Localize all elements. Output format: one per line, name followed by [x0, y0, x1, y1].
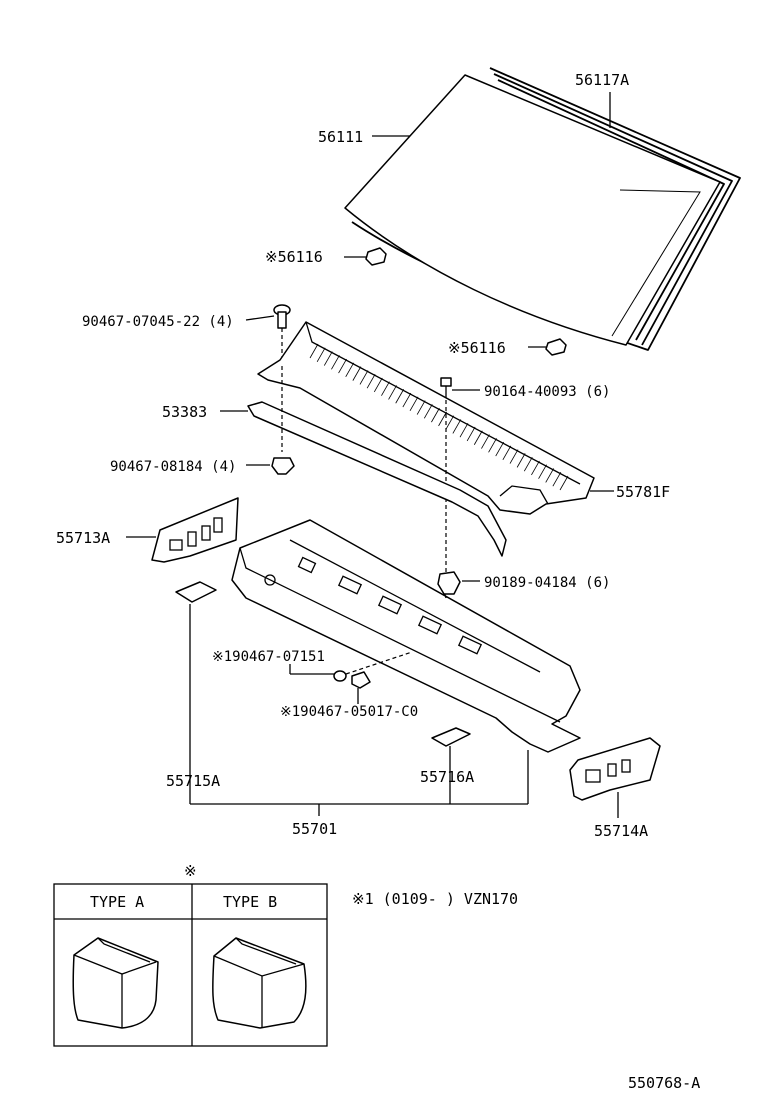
clip-upper	[245, 304, 291, 362]
legend-type-a: TYPE A	[90, 893, 144, 911]
label-56116-upper: ※56116	[265, 248, 323, 266]
label-55701: 55701	[292, 820, 337, 838]
label-56111: 56111	[318, 128, 363, 146]
bracket-left	[126, 497, 239, 563]
label-55781F: 55781F	[616, 483, 670, 501]
diagram-number: 550768-A	[628, 1074, 700, 1092]
clip-lower	[246, 366, 295, 475]
spacer-type-b-illustration	[212, 937, 307, 1029]
spacer-right	[528, 338, 567, 356]
label-90164-40093: 90164-40093 (6)	[484, 384, 610, 400]
legend-type-b: TYPE B	[223, 893, 277, 911]
cowl-panel	[231, 519, 581, 753]
cowl-seal	[220, 401, 507, 557]
label-90467-08184: 90467-08184 (4)	[110, 459, 236, 475]
spacer-type-a-illustration	[72, 937, 159, 1029]
group-bracket-55701	[190, 750, 529, 816]
bracket-right	[569, 737, 661, 818]
label-55715A: 55715A	[166, 772, 220, 790]
brace-left	[175, 581, 217, 804]
windshield-glass	[344, 74, 721, 346]
clip-note-hardware	[289, 651, 413, 704]
louver-hatch	[309, 343, 569, 491]
legend-note: ※1 (0109- ) VZN170	[352, 890, 518, 908]
label-190467-07151: ※190467-07151	[212, 649, 325, 665]
label-90467-07045: 90467-07045-22 (4)	[82, 314, 234, 330]
spacer-upper	[344, 247, 387, 266]
label-55714A: 55714A	[594, 822, 648, 840]
label-56117A: 56117A	[575, 71, 629, 89]
label-53383: 53383	[162, 403, 207, 421]
legend-marker: ※	[184, 862, 197, 880]
label-56116-right: ※56116	[448, 339, 506, 357]
label-55713A: 55713A	[56, 529, 110, 547]
label-190467-05017: ※190467-05017-C0	[280, 704, 418, 720]
label-55716A: 55716A	[420, 768, 474, 786]
brace-right	[431, 727, 471, 804]
nut-cowl	[437, 571, 480, 595]
cowl-louver	[257, 321, 614, 515]
label-90189-04184: 90189-04184 (6)	[484, 575, 610, 591]
legend-table	[53, 883, 328, 1047]
